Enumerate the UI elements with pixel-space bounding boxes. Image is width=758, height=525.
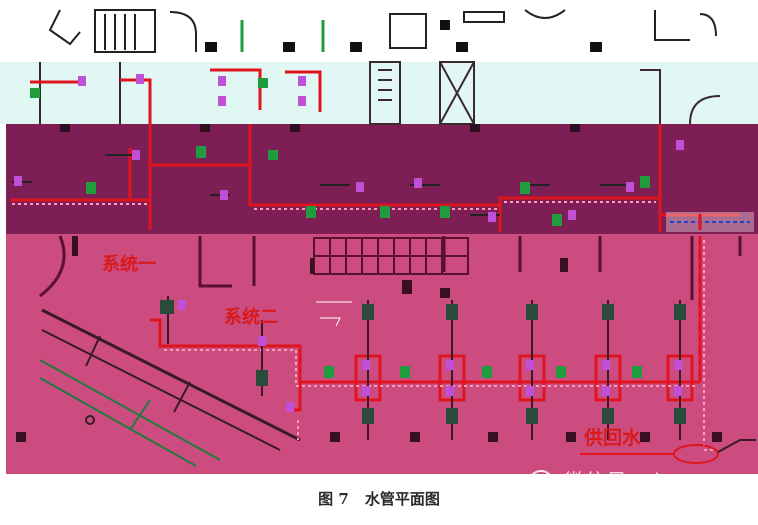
cyan-band-fittings (78, 74, 306, 106)
fan-coil-bodies (160, 300, 686, 424)
cyan-band-equipment (30, 78, 268, 98)
plum-band-main-pipe (10, 124, 740, 232)
plum-band-equipment (86, 146, 650, 226)
central-stair (313, 237, 469, 275)
watermark-text: 微信号: nhvaca (564, 470, 718, 494)
system-two-dotted-return (164, 240, 716, 451)
pink-band-walls (39, 235, 742, 300)
right-edge-detail (666, 212, 754, 232)
figure-caption: 图 7 水管平面图 (0, 488, 758, 509)
wall-blocks (16, 236, 722, 442)
drawing-left-margin (0, 124, 6, 525)
top-valves (240, 20, 325, 52)
system-one-label: 系统一 (102, 253, 156, 275)
drawing-bottom-strip (0, 474, 758, 525)
figure-title: 水管平面图 (364, 490, 440, 508)
supply-return-outlet (717, 439, 756, 453)
system-two-label: 系统二 (224, 306, 278, 328)
drawing-band-cyan (0, 62, 758, 124)
pink-band-equipment (324, 366, 642, 378)
supply-return-label: 供回水 (583, 426, 642, 449)
cyan-band-walls (39, 61, 721, 125)
plum-band-dotted-return (12, 201, 656, 210)
diagonal-ramp (39, 308, 301, 467)
plum-band-walls (60, 124, 580, 132)
pink-band-fittings (178, 300, 682, 412)
figure-number: 图 7 (318, 490, 349, 508)
cyan-band-pipes (30, 68, 322, 124)
plum-band-fittings (14, 140, 684, 222)
top-fixtures (205, 20, 602, 52)
top-architecture (48, 9, 717, 53)
watermark: 微信号: nhvaca (530, 466, 717, 496)
wechat-icon (530, 470, 558, 492)
branch-leader (316, 301, 352, 327)
